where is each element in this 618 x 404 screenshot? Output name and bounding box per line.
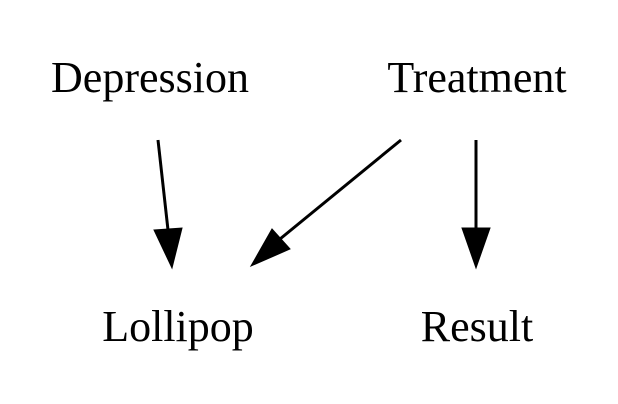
arrow-head xyxy=(249,228,291,268)
node-treatment: Treatment xyxy=(387,53,566,102)
arrow-head xyxy=(461,227,491,270)
node-result: Result xyxy=(421,302,533,351)
edge-treatment-result xyxy=(461,140,491,270)
arrow-head xyxy=(153,227,183,270)
node-depression: Depression xyxy=(51,53,249,102)
edge-treatment-lollipop xyxy=(249,138,402,268)
node-lollipop: Lollipop xyxy=(102,302,254,351)
edge-line xyxy=(279,138,402,241)
edge-line xyxy=(156,139,170,231)
edge-depression-lollipop xyxy=(153,139,183,270)
